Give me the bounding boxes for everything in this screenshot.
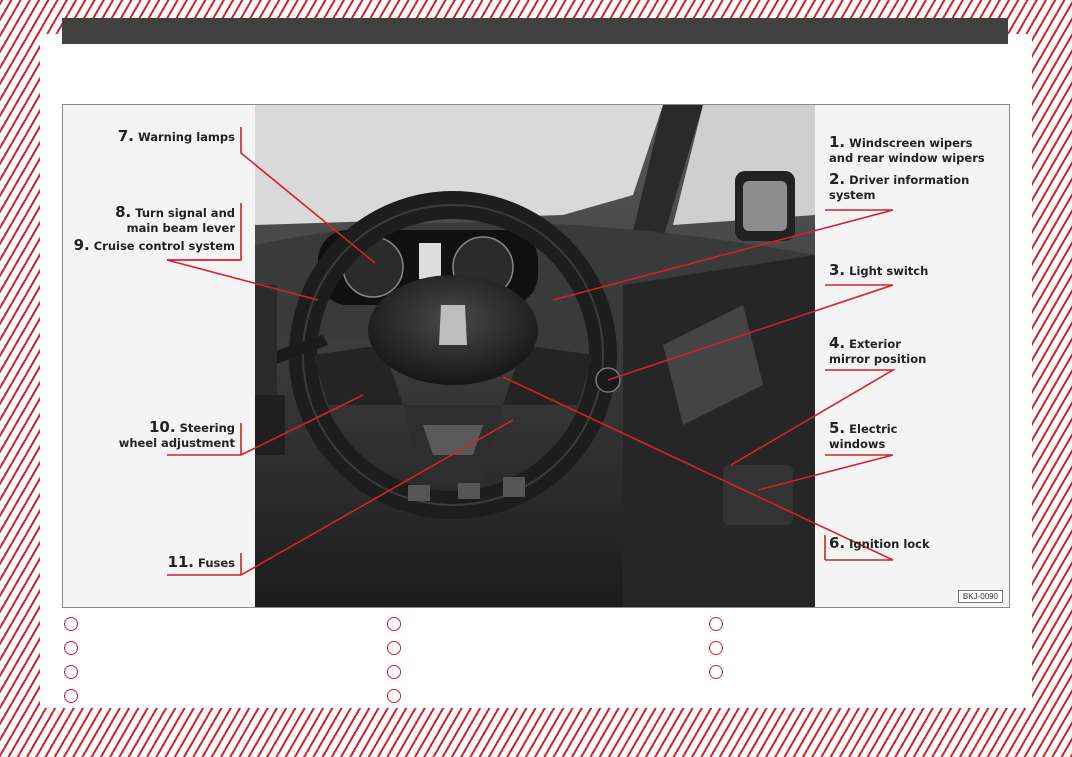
callout-wipers: 1. Windscreen wipers and rear window wip… bbox=[829, 135, 985, 166]
figure-code: BKJ-0090 bbox=[958, 590, 1003, 603]
legend-marker bbox=[64, 665, 78, 679]
legend-marker bbox=[387, 665, 401, 679]
callout-fuses: 11. Fuses bbox=[167, 555, 235, 571]
dashboard-figure: 7. Warning lamps 8. Turn signal and main… bbox=[62, 104, 1010, 608]
callout-light-switch: 3. Light switch bbox=[829, 263, 928, 279]
callout-cruise-control: 9. Cruise control system bbox=[74, 238, 235, 254]
callout-driver-information: 2. Driver information system bbox=[829, 172, 969, 203]
callout-electric-windows: 5. Electric windows bbox=[829, 421, 898, 452]
legend-marker bbox=[64, 617, 78, 631]
callout-warning-lamps: 7. Warning lamps bbox=[118, 129, 235, 145]
legend-marker bbox=[64, 689, 78, 703]
callout-steering-adjustment: 10. Steering wheel adjustment bbox=[119, 420, 235, 451]
legend-marker bbox=[387, 641, 401, 655]
legend-marker bbox=[387, 617, 401, 631]
callout-turn-signal-lever: 8. Turn signal and main beam lever bbox=[115, 205, 235, 236]
legend-marker bbox=[64, 641, 78, 655]
legend-marker bbox=[387, 689, 401, 703]
callout-ignition-lock: 6. Ignition lock bbox=[829, 536, 930, 552]
legend-marker bbox=[709, 617, 723, 631]
legend-marker bbox=[709, 665, 723, 679]
header-bar bbox=[62, 18, 1008, 44]
legend-marker bbox=[709, 641, 723, 655]
callout-mirror-position: 4. Exterior mirror position bbox=[829, 336, 926, 367]
